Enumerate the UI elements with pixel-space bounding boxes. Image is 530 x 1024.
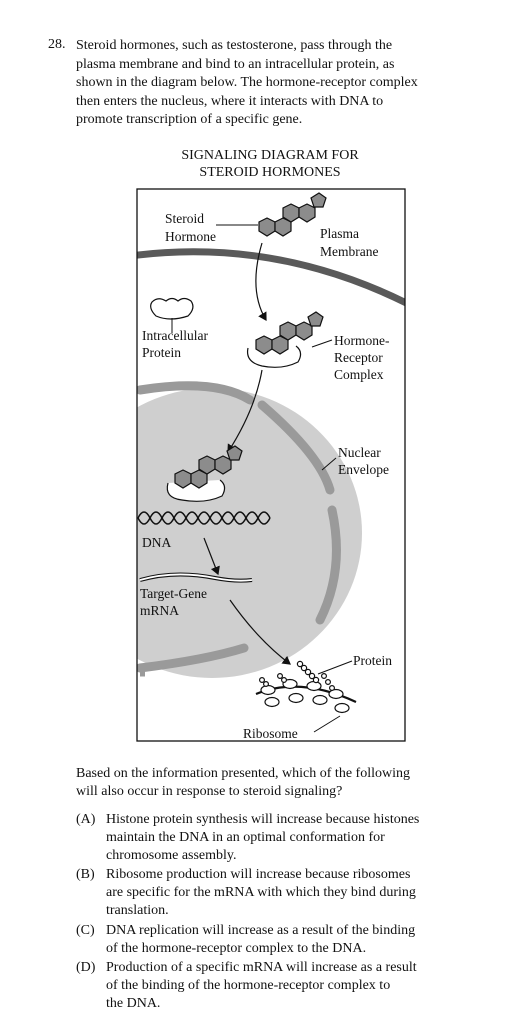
label-nuclear-line1: Nuclear [338, 445, 381, 460]
choice-line: are specific for the mRNA with which the… [106, 885, 416, 900]
label-complex-line3: Complex [334, 367, 384, 382]
prompt-line: will also occur in response to steroid s… [76, 784, 343, 799]
choice-line: Production of a specific mRNA will incre… [106, 960, 417, 975]
choice-letter: (A) [76, 812, 96, 827]
ribosome-label-line [313, 715, 341, 733]
question-number: 28. [48, 37, 66, 52]
choice-text: DNA replication will increase as a resul… [106, 922, 516, 958]
signaling-diagram: Steroid Hormone Plasma Membrane Intracel… [136, 188, 406, 742]
plasma-membrane [137, 248, 405, 307]
arrow-dna-to-mrna [203, 537, 220, 576]
nucleus [137, 381, 362, 678]
stem-line: plasma membrane and bind to an intracell… [76, 56, 395, 72]
label-nuclear-line2: Envelope [338, 462, 389, 477]
label-membrane-line2: Membrane [320, 244, 378, 259]
label-protein: Protein [353, 653, 392, 668]
choice-line: maintain the DNA in an optimal conformat… [106, 830, 385, 845]
ribosome-polysome [255, 660, 357, 714]
choice-line: the DNA. [106, 996, 161, 1011]
choice-text: Production of a specific mRNA will incre… [106, 959, 516, 1013]
choice-letter: (C) [76, 923, 95, 938]
choice-text: Ribosome production will increase becaus… [106, 866, 516, 920]
answer-choice-a[interactable]: (A) Histone protein synthesis will incre… [76, 811, 516, 865]
label-intracellular-line2: Protein [142, 345, 181, 360]
choice-line: of the binding of the hormone-receptor c… [106, 978, 391, 993]
hormone-receptor-complex [246, 311, 324, 368]
label-steroid-line2: Hormone [165, 229, 216, 244]
complex-in-nucleus [166, 445, 243, 502]
nuclear-envelope-label-line [321, 457, 337, 471]
steroid-hormone-molecule [258, 192, 327, 237]
choice-line: translation. [106, 903, 169, 918]
question-prompt: Based on the information presented, whic… [76, 765, 516, 801]
prompt-line: Based on the information presented, whic… [76, 766, 410, 781]
stem-line: Steroid hormones, such as testosterone, … [76, 38, 393, 53]
label-complex-line2: Receptor [334, 350, 383, 365]
stem-line: then enters the nucleus, where it intera… [76, 93, 384, 109]
label-membrane-line1: Plasma [320, 226, 359, 241]
answer-choice-b[interactable]: (B) Ribosome production will increase be… [76, 866, 516, 920]
label-steroid-line1: Steroid [165, 211, 204, 226]
choice-line: Ribosome production will increase becaus… [106, 867, 411, 882]
dna-helix [137, 511, 271, 525]
label-dna: DNA [142, 535, 171, 550]
stem-line: promote transcription of a specific gene… [76, 112, 303, 127]
diagram-frame [136, 188, 406, 742]
arrow-mrna-to-ribosome [229, 599, 291, 665]
answer-choice-c[interactable]: (C) DNA replication will increase as a r… [76, 922, 516, 958]
choice-line: DNA replication will increase as a resul… [106, 923, 416, 938]
choice-line: of the hormone-receptor complex to the D… [106, 941, 367, 956]
label-mrna-line1: Target-Gene [140, 586, 207, 601]
intracellular-protein [150, 297, 194, 320]
label-intracellular-line1: Intracellular [142, 328, 208, 343]
answer-choice-d[interactable]: (D) Production of a specific mRNA will i… [76, 959, 516, 1013]
label-mrna-line2: mRNA [140, 603, 179, 618]
question-stem: Steroid hormones, such as testosterone, … [76, 37, 516, 130]
diagram-title-line1: SIGNALING DIAGRAM FOR [181, 148, 359, 163]
complex-label-line [311, 339, 333, 348]
diagram-title-line2: STEROID HORMONES [199, 165, 341, 180]
protein-label-line [317, 660, 353, 675]
arrow-hormone-to-complex [255, 242, 267, 322]
stem-line: shown in the diagram below. The hormone-… [76, 75, 418, 90]
choice-letter: (D) [76, 960, 96, 975]
choice-text: Histone protein synthesis will increase … [106, 811, 516, 865]
label-complex-line1: Hormone- [334, 333, 390, 348]
label-ribosome: Ribosome [243, 726, 298, 741]
choice-line: chromosome assembly. [106, 848, 237, 863]
choice-letter: (B) [76, 867, 95, 882]
arrow-complex-to-nucleus [227, 369, 263, 454]
choice-line: Histone protein synthesis will increase … [106, 812, 420, 827]
